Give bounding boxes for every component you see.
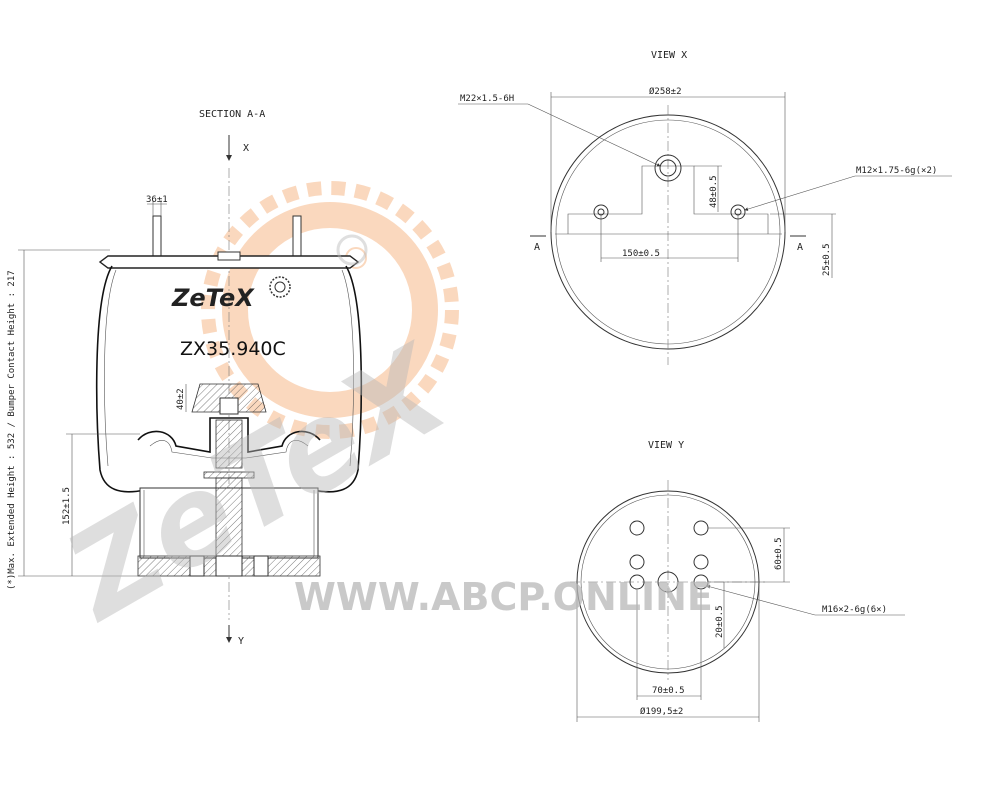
brand-logo-text: ZeTeX [171, 284, 255, 312]
center-boss [657, 571, 679, 593]
dim-top-diameter: Ø258±2 [649, 86, 682, 97]
stud-left [152, 215, 162, 257]
center-bolt-upper [215, 419, 243, 469]
axis-y-label: Y [238, 636, 244, 647]
dim-bottom-diameter: Ø199,5±2 [640, 706, 683, 717]
section-marker-right: A [797, 242, 803, 253]
view-x-plate [567, 165, 769, 234]
dim-piston-height: 152±1.5 [62, 487, 72, 525]
model-number: ZX35.940C [180, 338, 286, 360]
dim-stud-spacing: 36±1 [146, 195, 168, 205]
dim-stud-offset: 48±0.5 [709, 175, 719, 208]
section-marker-left: A [534, 242, 540, 253]
piston-top [137, 417, 321, 453]
top-thread-label: M22×1.5-6H [460, 94, 514, 104]
section-label: SECTION A-A [199, 109, 265, 120]
bolt-holes [629, 520, 709, 593]
dim-hole-row-spacing: 60±0.5 [774, 537, 784, 570]
dim-hole-pitch: 70±0.5 [652, 686, 685, 696]
dim-stud-edge: 25±0.5 [822, 243, 832, 276]
dim-piston-cap: 40±2 [176, 388, 186, 410]
stud-right [292, 215, 302, 257]
watermark-url: WWW.ABCP.ONLINE [294, 575, 713, 619]
bottom-holes-label: M16×2-6g(6×) [822, 605, 887, 615]
side-note: (*)Max. Extended Height : 532 / Bumper C… [7, 270, 17, 590]
stud-thread-label: M12×1.75-6g(×2) [856, 166, 937, 176]
dim-stud-pitch: 150±0.5 [622, 249, 660, 259]
view-x-label: VIEW X [651, 50, 687, 61]
air-inlet [217, 251, 241, 261]
bellows-right [312, 265, 363, 493]
bellows-left [95, 265, 146, 493]
axis-x-label: X [243, 143, 249, 154]
registered-icon [336, 234, 368, 266]
top-port [654, 154, 682, 182]
view-y-label: VIEW Y [648, 440, 684, 451]
gear-logo-icon [269, 276, 291, 298]
dim-hole-offset: 20±0.5 [715, 605, 725, 638]
top-plate [98, 255, 360, 269]
center-bolt-lower [215, 477, 243, 565]
